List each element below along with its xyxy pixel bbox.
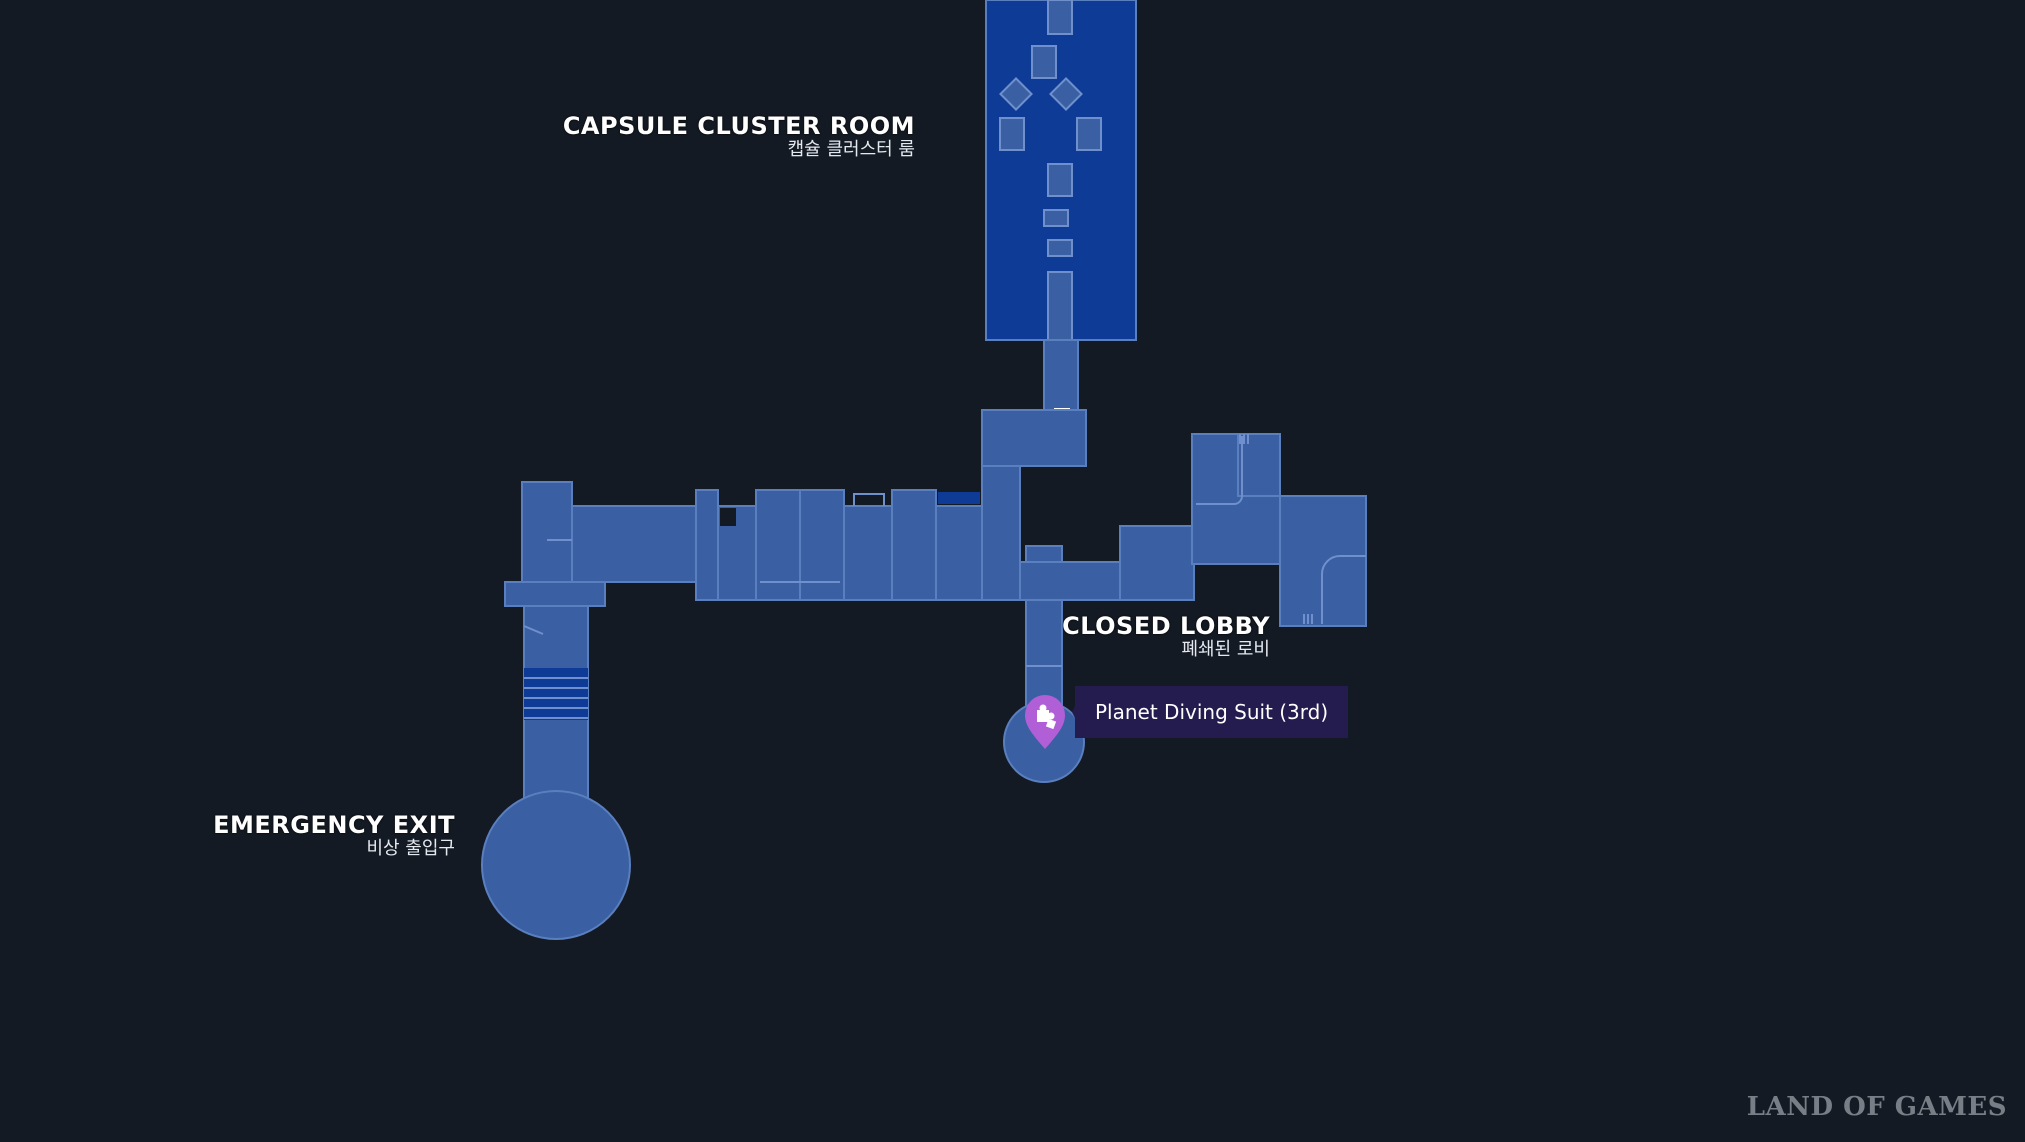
closed-lobby-label: CLOSED LOBBY 폐쇄된 로비 [900,613,1270,661]
central-hub[interactable] [981,409,1087,467]
west-stair-corridor[interactable] [504,581,606,807]
room-name-ko: 폐쇄된 로비 [1181,639,1270,660]
room-name-ko: 비상 출입구 [366,838,455,859]
room-name-en: CLOSED LOBBY [1062,612,1270,640]
room-name-en: EMERGENCY EXIT [213,811,455,839]
marker-tooltip[interactable]: Planet Diving Suit (3rd) [1075,686,1349,738]
capsule-cluster-room-label: CAPSULE CLUSTER ROOM 캡슐 클러스터 룸 [500,113,915,161]
room-name-en: CAPSULE CLUSTER ROOM [562,112,915,140]
emergency-exit-label: EMERGENCY EXIT 비상 출입구 [100,812,455,860]
puzzle-piece-icon [1037,704,1057,730]
room-name-ko: 캡슐 클러스터 룸 [787,139,915,160]
emergency-exit-shape[interactable] [481,790,631,940]
west-corridor[interactable] [521,481,983,601]
north-corridor[interactable] [1043,339,1079,413]
south-corridor[interactable] [1025,599,1063,711]
marker-pin[interactable] [1025,695,1065,749]
hub-west-column[interactable] [981,465,1021,601]
watermark: LAND OF GAMES [1746,1092,2007,1122]
capsule-cluster-room-shape[interactable] [985,0,1137,341]
east-wing[interactable] [1191,433,1367,627]
